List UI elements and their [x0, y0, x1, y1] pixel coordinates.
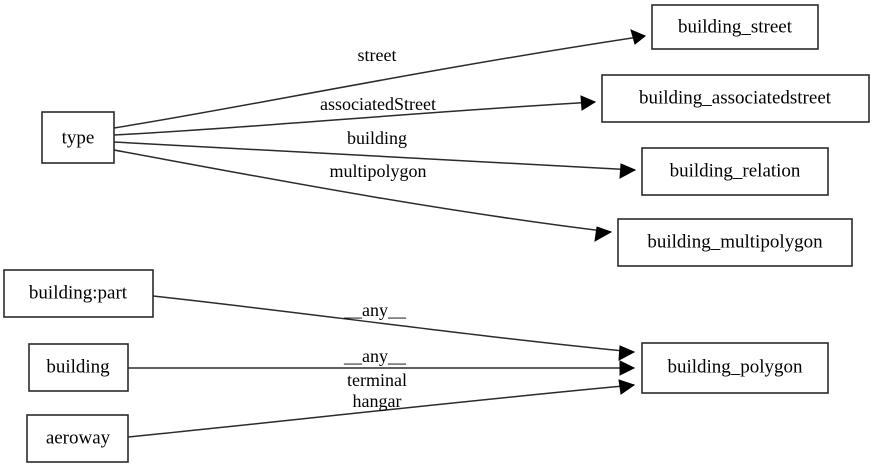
edge-aeroway-building_polygon[interactable]: terminal hangar — [127, 370, 636, 438]
node-box — [601, 74, 870, 123]
arrowhead-icon — [630, 29, 646, 45]
edge-line — [113, 35, 646, 129]
node-box — [26, 414, 129, 463]
node-type[interactable]: type — [41, 111, 115, 164]
node-box — [651, 4, 819, 50]
node-building_part[interactable]: building:part — [3, 269, 154, 318]
arrowhead-icon — [618, 345, 636, 361]
edge-label-building: building — [347, 128, 407, 148]
edge-label-associatedstreet: associatedStreet — [320, 94, 436, 114]
node-label: building_polygon — [667, 356, 803, 377]
node-box — [28, 343, 129, 392]
node-building_associatedstreet[interactable]: building_associatedstreet — [601, 74, 870, 123]
node-label: aeroway — [46, 427, 111, 448]
node-label: building_street — [678, 16, 793, 37]
edge-type-building_associatedstreet[interactable]: associatedStreet — [113, 94, 597, 136]
edge-label-street: street — [358, 45, 397, 65]
node-building[interactable]: building — [28, 343, 129, 392]
arrowhead-icon — [619, 163, 637, 179]
edge-line — [113, 141, 636, 171]
edge-label-any-building: __any__ — [343, 346, 407, 366]
edge-label-terminal: terminal — [347, 370, 407, 390]
node-label: type — [62, 127, 95, 148]
edge-line — [113, 101, 596, 136]
edge-label-hangar: hangar — [353, 391, 402, 411]
edges-layer: street associatedStreet building multipo… — [113, 29, 646, 438]
node-box — [641, 147, 829, 196]
node-box — [3, 269, 154, 318]
node-box — [641, 342, 829, 394]
edge-label-any-part: __any__ — [343, 300, 407, 320]
edge-building-building_polygon[interactable]: __any__ — [128, 346, 636, 376]
arrowhead-icon — [619, 360, 636, 376]
nodes-layer: type building_street building_associated… — [3, 4, 870, 463]
edge-type-building_relation[interactable]: building — [113, 128, 637, 179]
node-building_relation[interactable]: building_relation — [641, 147, 829, 196]
edge-line — [113, 149, 612, 233]
edge-type-building_street[interactable]: street — [113, 29, 646, 129]
edge-label-multipolygon: multipolygon — [329, 161, 426, 181]
node-building_polygon[interactable]: building_polygon — [641, 342, 829, 394]
node-label: building_associatedstreet — [639, 87, 832, 108]
edge-line — [127, 384, 635, 438]
node-aeroway[interactable]: aeroway — [26, 414, 129, 463]
node-building_multipolygon[interactable]: building_multipolygon — [617, 218, 853, 267]
node-label: building — [46, 356, 110, 377]
node-label: building_relation — [670, 160, 801, 181]
arrowhead-icon — [594, 226, 613, 242]
edge-building_part-building_polygon[interactable]: __any__ — [152, 295, 636, 361]
node-label: building:part — [29, 282, 128, 303]
node-box — [41, 111, 115, 164]
node-box — [617, 218, 853, 267]
edge-type-building_multipolygon[interactable]: multipolygon — [113, 149, 613, 242]
node-building_street[interactable]: building_street — [651, 4, 819, 50]
node-label: building_multipolygon — [647, 231, 823, 252]
edge-line — [152, 295, 635, 353]
arrowhead-icon — [618, 379, 636, 395]
arrowhead-icon — [580, 95, 597, 111]
